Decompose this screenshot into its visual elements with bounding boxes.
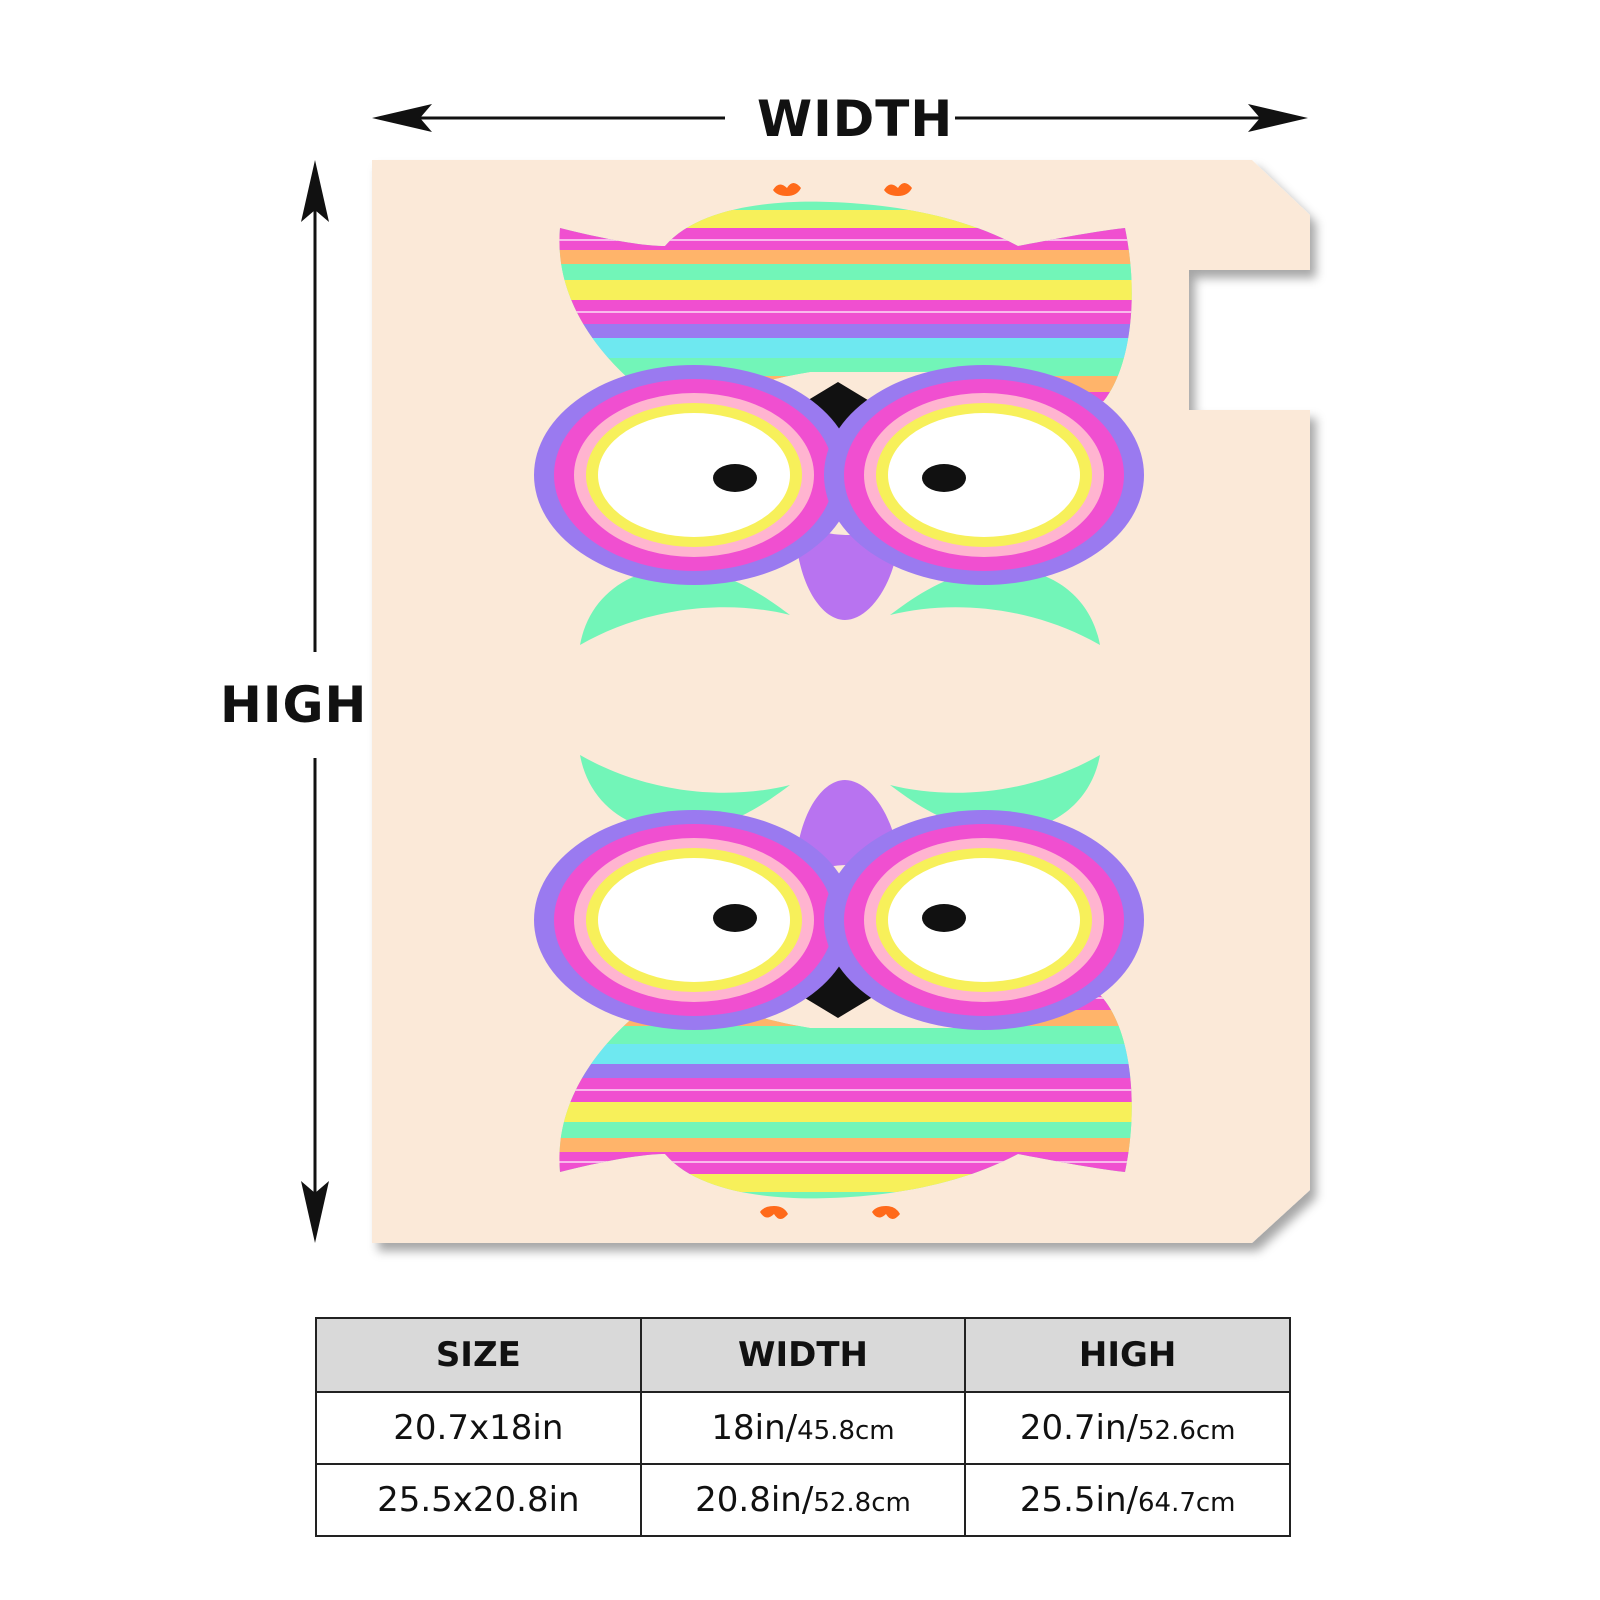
high-cm: 64.7cm — [1137, 1488, 1236, 1518]
header-size: SIZE — [315, 1317, 642, 1393]
bottom-owl-right-wing — [890, 755, 1100, 832]
cell-high: 20.7in/52.6cm — [964, 1391, 1291, 1465]
bottom-owl-feet — [760, 1206, 900, 1219]
width-cm: 45.8cm — [797, 1416, 895, 1446]
table-row: 20.7x18in 18in/45.8cm 20.7in/52.6cm — [315, 1391, 1291, 1465]
high-arrow — [301, 160, 329, 1243]
width-cm: 52.8cm — [813, 1488, 911, 1518]
cell-high: 25.5in/64.7cm — [964, 1463, 1291, 1537]
high-cm: 52.6cm — [1137, 1416, 1236, 1446]
table-header-row: SIZE WIDTH HIGH — [315, 1317, 1291, 1393]
high-inches: 25.5in — [1019, 1480, 1127, 1520]
top-owl-right-eye — [824, 365, 1144, 585]
width-separator: / — [785, 1408, 798, 1448]
top-owl-left-wing — [580, 568, 790, 645]
width-inches: 18in — [711, 1408, 786, 1448]
header-high: HIGH — [964, 1317, 1291, 1393]
top-owl-right-wing — [890, 568, 1100, 645]
top-owl-beak — [795, 382, 881, 440]
bottom-owl-left-wing — [580, 755, 790, 832]
header-width: WIDTH — [639, 1317, 967, 1393]
cell-size: 20.7x18in — [315, 1391, 642, 1465]
cell-width: 20.8in/52.8cm — [639, 1463, 967, 1537]
high-label: HIGH — [220, 676, 368, 734]
bottom-owl-beak — [795, 960, 881, 1018]
size-table: SIZE WIDTH HIGH 20.7x18in 18in/45.8cm 20… — [315, 1317, 1291, 1537]
high-separator: / — [1126, 1408, 1138, 1448]
top-owl-left-eye — [534, 365, 854, 585]
width-label: WIDTH — [757, 90, 954, 148]
high-inches: 20.7in — [1019, 1408, 1127, 1448]
bottom-owl-right-eye — [824, 810, 1144, 1030]
width-inches: 20.8in — [695, 1480, 802, 1520]
cell-width: 18in/45.8cm — [639, 1391, 967, 1465]
bottom-owl-left-eye — [534, 810, 854, 1030]
high-separator: / — [1126, 1480, 1138, 1520]
cell-size: 25.5x20.8in — [315, 1463, 642, 1537]
top-owl-feet — [773, 183, 912, 196]
table-row: 25.5x20.8in 20.8in/52.8cm 25.5in/64.7cm — [315, 1463, 1291, 1537]
bottom-owl — [534, 755, 1144, 1219]
width-separator: / — [801, 1480, 814, 1520]
width-arrow — [372, 104, 1308, 132]
